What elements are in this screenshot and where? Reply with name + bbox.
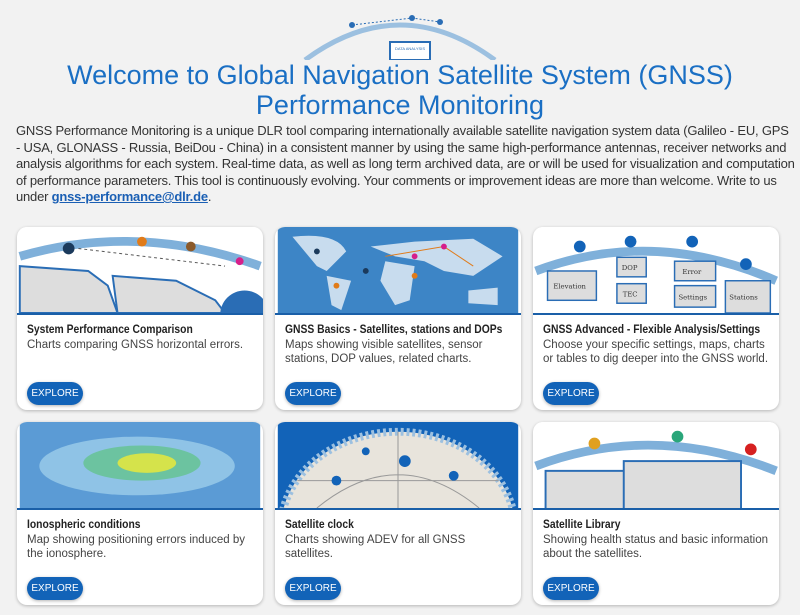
card-satellite-library[interactable]: Satellite Library Showing health status …	[533, 422, 779, 605]
card-description: Charts showing ADEV for all GNSS satelli…	[285, 534, 466, 560]
explore-button[interactable]: EXPLORE	[285, 382, 341, 405]
explore-button[interactable]: EXPLORE	[543, 577, 599, 600]
svg-text:DATA ANALYSIS: DATA ANALYSIS	[395, 46, 425, 51]
card-title: System Performance Comparison	[27, 322, 193, 336]
svg-text:Error: Error	[682, 268, 702, 276]
explore-button[interactable]: EXPLORE	[27, 382, 83, 405]
card-gnss-basics[interactable]: GNSS Basics - Satellites, stations and D…	[275, 227, 521, 410]
explore-button[interactable]: EXPLORE	[543, 382, 599, 405]
card-description: Showing health status and basic informat…	[543, 534, 769, 560]
card-satellite-clock[interactable]: Satellite clock Charts showing ADEV for …	[275, 422, 521, 605]
card-description: Choose your specific settings, maps, cha…	[543, 339, 769, 365]
card-description: Map showing positioning errors induced b…	[27, 534, 245, 560]
card-title: Ionospheric conditions	[27, 517, 141, 531]
ionosphere-map-image	[17, 422, 263, 510]
email-link[interactable]: gnss-performance@dlr.de	[51, 189, 208, 204]
system-performance-image	[17, 227, 263, 315]
card-title: Satellite clock	[285, 517, 354, 531]
card-title: GNSS Advanced - Flexible Analysis/Settin…	[543, 322, 761, 336]
explore-button[interactable]: EXPLORE	[285, 577, 341, 600]
satellite-library-image	[533, 422, 779, 510]
svg-text:Stations: Stations	[729, 293, 758, 301]
card-description: Maps showing visible satellites, sensor …	[285, 339, 483, 365]
card-description: Charts comparing GNSS horizontal errors.	[27, 339, 244, 351]
card-ionospheric[interactable]: Ionospheric conditions Map showing posit…	[17, 422, 263, 605]
svg-text:Elevation: Elevation	[553, 283, 586, 291]
gnss-logo: DATA ANALYSIS	[303, 15, 497, 60]
page-title: Welcome to Global Navigation Satellite S…	[67, 60, 733, 120]
card-system-performance[interactable]: System Performance Comparison Charts com…	[17, 227, 263, 410]
svg-text:TEC: TEC	[623, 290, 638, 298]
gnss-basics-map-image	[275, 227, 521, 315]
satellite-clock-image	[275, 422, 521, 510]
svg-text:Settings: Settings	[678, 293, 707, 301]
intro-text: GNSS Performance Monitoring is a unique …	[16, 123, 795, 204]
card-title: Satellite Library	[543, 517, 621, 531]
card-title: GNSS Basics - Satellites, stations and D…	[285, 322, 503, 336]
explore-button[interactable]: EXPLORE	[27, 577, 83, 600]
svg-text:DOP: DOP	[622, 264, 638, 272]
